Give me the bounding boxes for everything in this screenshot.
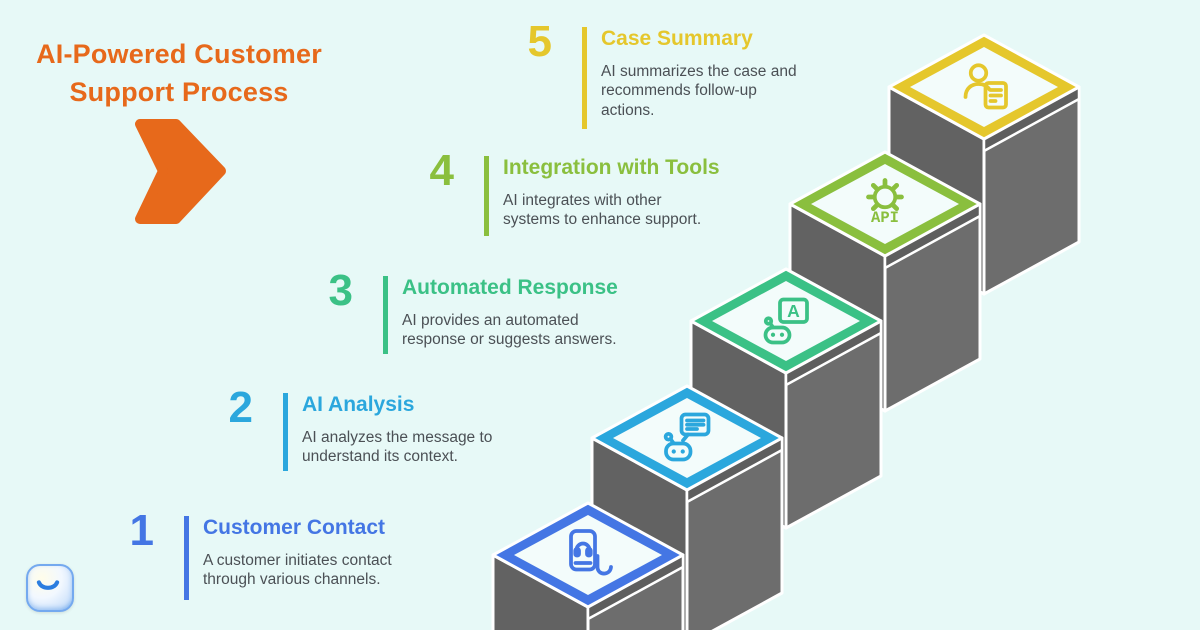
smile-icon — [36, 580, 60, 590]
step-number: 1 — [129, 506, 154, 555]
step-title: Customer Contact — [203, 516, 386, 539]
step-description: AI provides an automated response or sug… — [402, 312, 617, 349]
step-description: AI integrates with other systems to enha… — [503, 192, 702, 229]
step-description: AI summarizes the case and recommends fo… — [601, 63, 797, 119]
step-number: 4 — [429, 146, 454, 195]
step-description: A customer initiates contact through var… — [203, 552, 392, 589]
gear-api-icon: API — [866, 178, 904, 227]
step-title: Automated Response — [402, 276, 618, 299]
step-accent-bar — [484, 156, 489, 236]
step-accent-bar — [184, 516, 189, 600]
step-block-1: 1 Customer Contact A customer initiates … — [130, 509, 493, 600]
step-number: 2 — [228, 383, 253, 432]
step-title: Integration with Tools — [503, 156, 720, 179]
api-label: API — [871, 209, 899, 227]
chevron-arrow-icon — [135, 119, 226, 224]
step-accent-bar — [383, 276, 388, 354]
step-number: 3 — [328, 266, 353, 315]
step-accent-bar — [283, 393, 288, 471]
step-description: AI analyzes the message to understand it… — [302, 429, 493, 466]
step-block-4: 4 Integration with Tools AI integrates w… — [430, 149, 793, 236]
step-accent-bar — [582, 27, 587, 129]
robot-chat-icon — [663, 412, 711, 462]
step-number: 5 — [527, 17, 552, 66]
board-letter: A — [787, 301, 800, 321]
brand-logo — [26, 564, 74, 612]
step-block-2: 2 AI Analysis AI analyzes the message to… — [229, 386, 592, 471]
step-block-5: 5 Case Summary AI summarizes the case an… — [528, 20, 891, 129]
step-block-3: 3 Automated Response AI provides an auto… — [329, 269, 692, 354]
person-document-icon — [963, 63, 1008, 110]
tile-face — [811, 164, 959, 244]
step-title: AI Analysis — [302, 393, 415, 416]
step-title: Case Summary — [601, 27, 753, 50]
page-title: AI-Powered Customer Support Process — [36, 39, 322, 107]
phone-headset-icon — [569, 529, 613, 576]
robot-board-icon: A — [763, 297, 809, 345]
stair-step-1 — [491, 501, 685, 630]
